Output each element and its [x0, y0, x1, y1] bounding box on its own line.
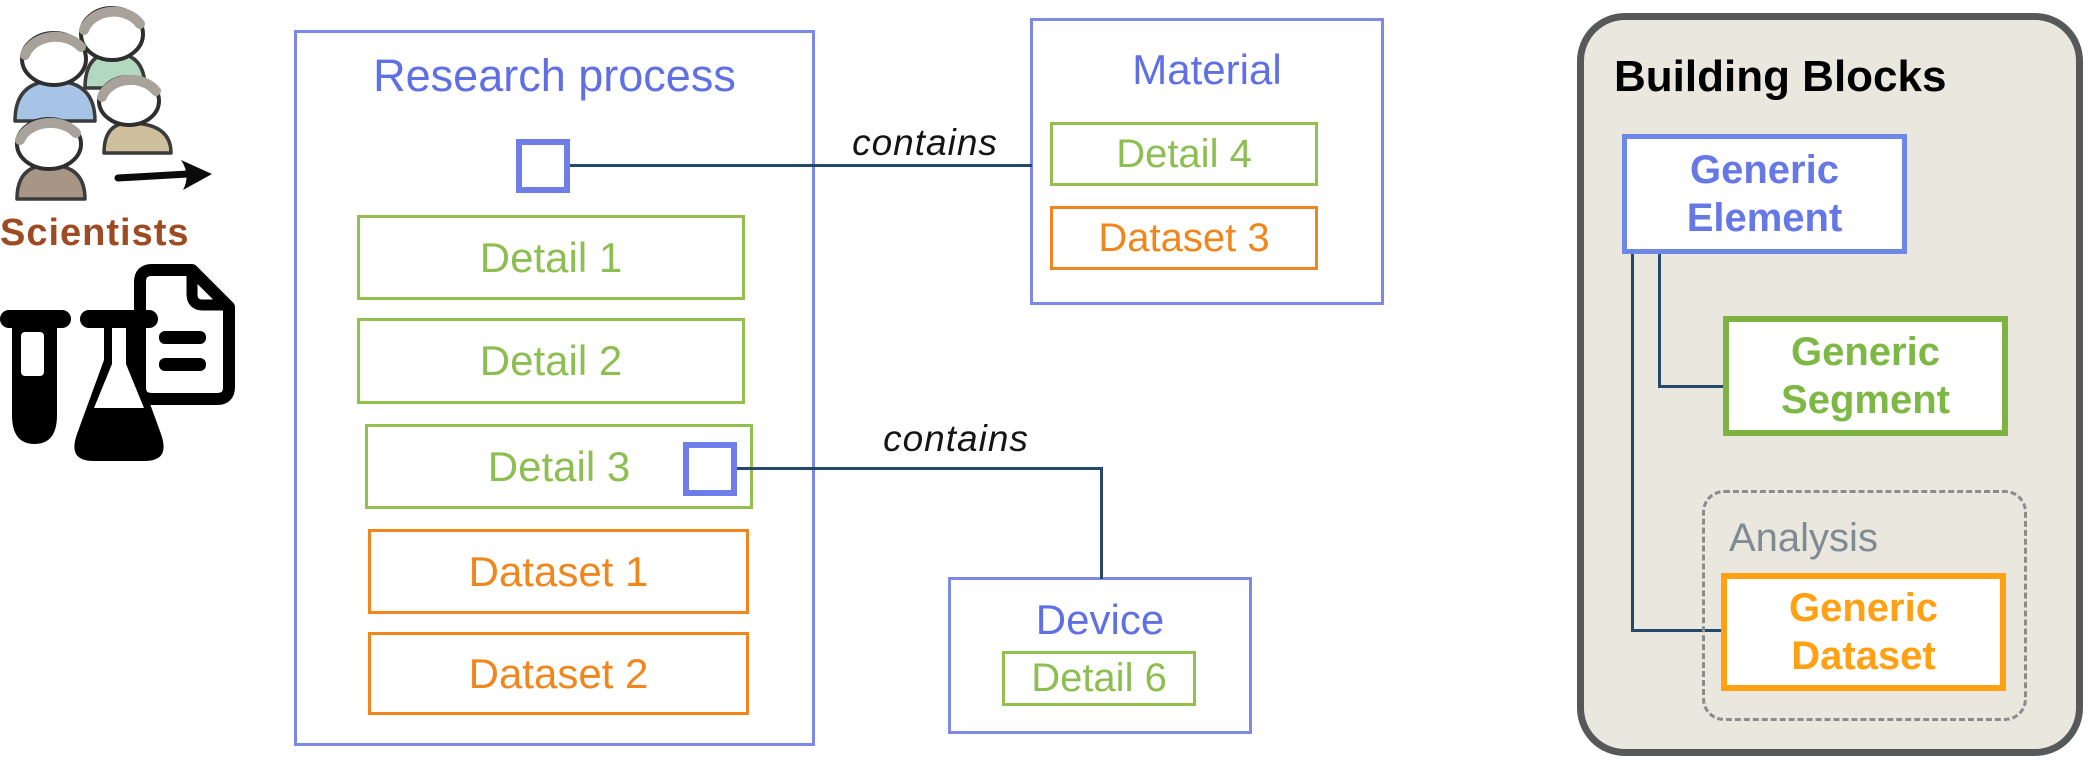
- analysis-dashed-box: [1702, 490, 2027, 721]
- legend-line-element-to-segment-horizontal: [1658, 385, 1725, 388]
- people-group-icon: [13, 6, 212, 201]
- test-tube-icon: [0, 310, 71, 444]
- research-process-box: [294, 30, 815, 746]
- dataset-2-label: Dataset 2: [468, 649, 649, 697]
- flask-icon: [74, 310, 164, 461]
- contains-line-1: [570, 164, 1032, 167]
- detail-1-box: Detail 1: [357, 215, 745, 300]
- dataset-3-label: Dataset 3: [1098, 215, 1270, 260]
- legend-line-element-to-segment-vertical: [1658, 253, 1661, 388]
- detail-6-box: Detail 6: [1002, 651, 1196, 706]
- contains-label-2: contains: [883, 418, 1029, 459]
- analysis-label: Analysis: [1729, 516, 1878, 560]
- generic-dataset-label: Generic Dataset: [1789, 586, 1938, 678]
- dataset-1-label: Dataset 1: [468, 547, 649, 595]
- contains-line-2-vertical: [1100, 467, 1103, 579]
- lab-icons: [0, 264, 235, 461]
- detail-2-box: Detail 2: [357, 318, 745, 404]
- contains-label-1: contains: [852, 122, 998, 163]
- element-anchor-square-top: [516, 139, 570, 193]
- scientists-caption: Scientists: [0, 212, 190, 254]
- legend-line-element-to-dataset-horizontal: [1631, 629, 1723, 632]
- generic-segment-label: Generic Segment: [1781, 330, 1950, 422]
- generic-segment-box: Generic Segment: [1723, 316, 2008, 436]
- detail-4-label: Detail 4: [1116, 131, 1252, 176]
- dataset-2-box: Dataset 2: [368, 632, 749, 715]
- generic-element-box: Generic Element: [1622, 134, 1907, 254]
- research-process-title: Research process: [373, 50, 736, 101]
- arrow-right-icon: [114, 160, 212, 190]
- detail-2-label: Detail 2: [479, 337, 623, 384]
- dataset-3-box: Dataset 3: [1050, 206, 1318, 270]
- device-title: Device: [1035, 596, 1165, 643]
- document-icon: [134, 264, 235, 405]
- dataset-1-box: Dataset 1: [368, 529, 749, 614]
- detail-1-label: Detail 1: [479, 233, 623, 281]
- building-blocks-title: Building Blocks: [1614, 52, 1947, 101]
- contains-line-2-horizontal: [735, 467, 1103, 470]
- generic-element-label: Generic Element: [1686, 148, 1843, 240]
- legend-line-element-to-dataset-vertical: [1631, 253, 1634, 632]
- detail-3-label: Detail 3: [487, 442, 631, 490]
- element-anchor-square-detail3: [683, 442, 737, 496]
- detail-4-box: Detail 4: [1050, 122, 1318, 186]
- material-title: Material: [1132, 46, 1282, 93]
- generic-dataset-box: Generic Dataset: [1721, 573, 2006, 691]
- detail-6-label: Detail 6: [1031, 656, 1167, 700]
